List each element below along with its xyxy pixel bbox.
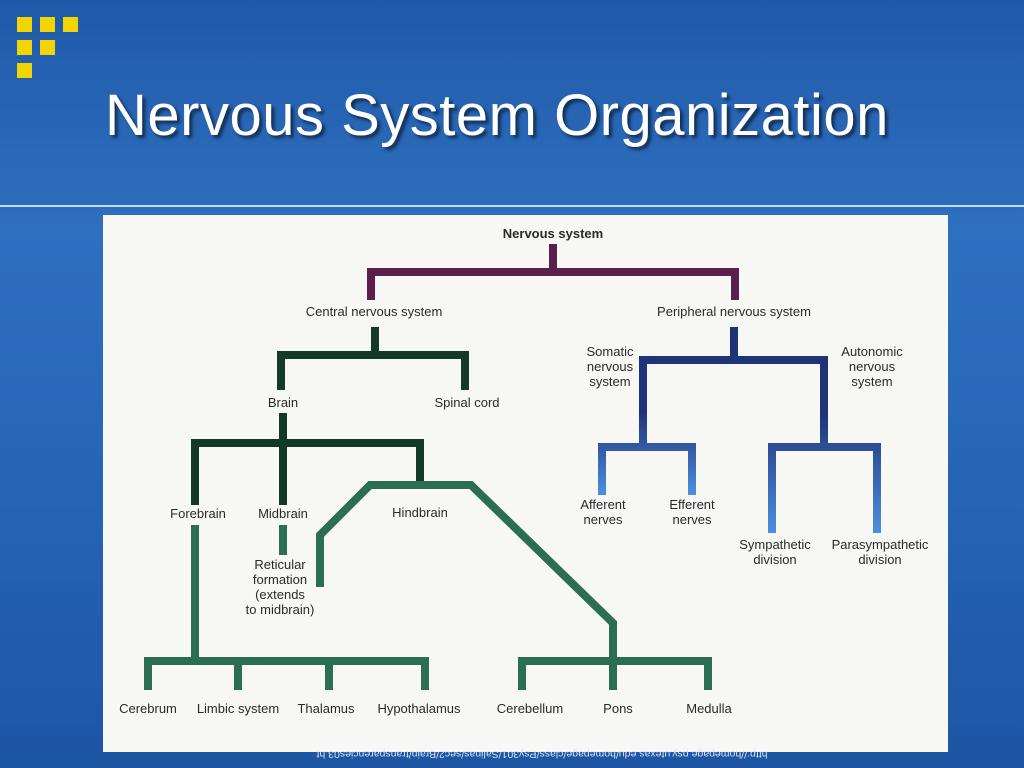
node-reticular-line-3: (extends — [255, 587, 305, 602]
node-pons: Pons — [603, 701, 633, 716]
node-autonomic-line-3: system — [851, 374, 892, 389]
node-somatic-line-3: system — [589, 374, 630, 389]
node-forebrain: Forebrain — [170, 506, 226, 521]
node-nervous-system: Nervous system — [503, 226, 603, 241]
node-reticular-line-4: to midbrain) — [246, 602, 315, 617]
slide-title: Nervous System Organization — [105, 83, 889, 148]
node-somatic-line-2: nervous — [587, 359, 634, 374]
node-central-nervous-system: Central nervous system — [306, 304, 443, 319]
node-sympathetic-line-2: division — [753, 552, 796, 567]
node-autonomic-line-1: Autonomic — [841, 344, 903, 359]
node-peripheral-nervous-system: Peripheral nervous system — [657, 304, 811, 319]
diagram-panel: Nervous system Central nervous system Pe… — [103, 215, 948, 752]
node-parasympathetic-line-1: Parasympathetic — [832, 537, 929, 552]
node-autonomic-line-2: nervous — [849, 359, 896, 374]
central-branch-lines — [277, 327, 469, 390]
node-hypothalamus: Hypothalamus — [377, 701, 461, 716]
brain-lower-lines — [144, 481, 712, 690]
node-cerebellum: Cerebellum — [497, 701, 563, 716]
node-afferent-line-2: nerves — [583, 512, 623, 527]
node-brain: Brain — [268, 395, 298, 410]
source-url: http://homepage.psy.utexas.edu/homepage/… — [316, 748, 768, 760]
node-cerebrum: Cerebrum — [119, 701, 177, 716]
somatic-autonomic-lines — [598, 413, 881, 533]
root-branch-lines — [367, 244, 739, 300]
node-afferent-line-1: Afferent — [580, 497, 626, 512]
nervous-system-tree: Nervous system Central nervous system Pe… — [119, 226, 929, 716]
node-reticular-line-1: Reticular — [254, 557, 306, 572]
brain-branch-lines — [191, 413, 424, 505]
node-midbrain: Midbrain — [258, 506, 308, 521]
decorative-squares — [17, 17, 87, 87]
node-somatic-line-1: Somatic — [587, 344, 634, 359]
peripheral-branch-lines — [639, 327, 828, 413]
title-divider — [0, 205, 1024, 207]
node-parasympathetic-line-2: division — [858, 552, 901, 567]
node-medulla: Medulla — [686, 701, 732, 716]
node-hindbrain: Hindbrain — [392, 505, 448, 520]
node-efferent-line-1: Efferent — [669, 497, 715, 512]
node-reticular-line-2: formation — [253, 572, 307, 587]
node-sympathetic-line-1: Sympathetic — [739, 537, 811, 552]
node-limbic-system: Limbic system — [197, 701, 279, 716]
node-efferent-line-2: nerves — [672, 512, 712, 527]
node-thalamus: Thalamus — [297, 701, 355, 716]
node-spinal-cord: Spinal cord — [434, 395, 499, 410]
